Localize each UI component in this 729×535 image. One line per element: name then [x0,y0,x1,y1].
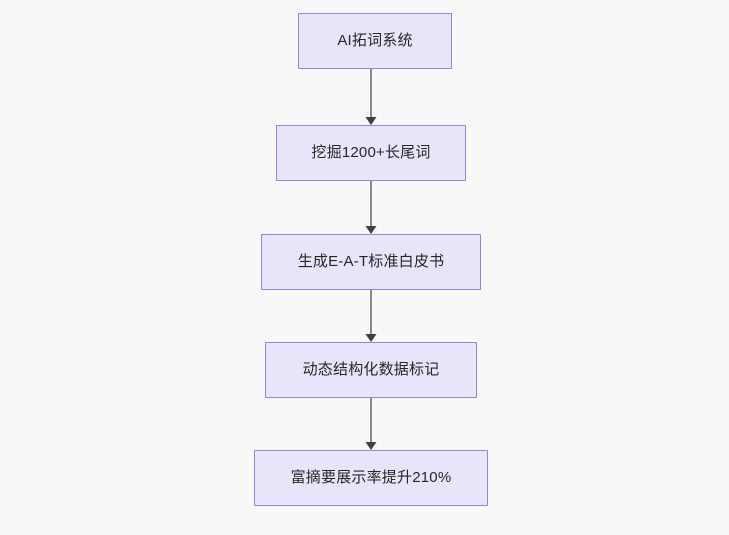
node-label: AI拓词系统 [337,32,413,49]
node-label: 动态结构化数据标记 [302,361,440,378]
edge-n1-n2 [365,69,377,125]
node-label: 富摘要展示率提升210% [290,469,452,486]
edge-n2-n3 [365,181,377,234]
node-label: 生成E-A-T标准白皮书 [297,253,445,270]
flowchart-node-rich-snippet-impression-lift[interactable]: 富摘要展示率提升210% [254,450,488,506]
node-label: 挖掘1200+长尾词 [311,144,431,161]
flowchart-node-generate-eat-whitepaper[interactable]: 生成E-A-T标准白皮书 [261,234,481,290]
flowchart-node-ai-keyword-system[interactable]: AI拓词系统 [298,13,452,69]
flowchart-node-mine-longtail-keywords[interactable]: 挖掘1200+长尾词 [276,125,466,181]
edge-n3-n4 [365,290,377,342]
flowchart-node-dynamic-structured-data-markup[interactable]: 动态结构化数据标记 [265,342,477,398]
edge-n4-n5 [365,398,377,450]
